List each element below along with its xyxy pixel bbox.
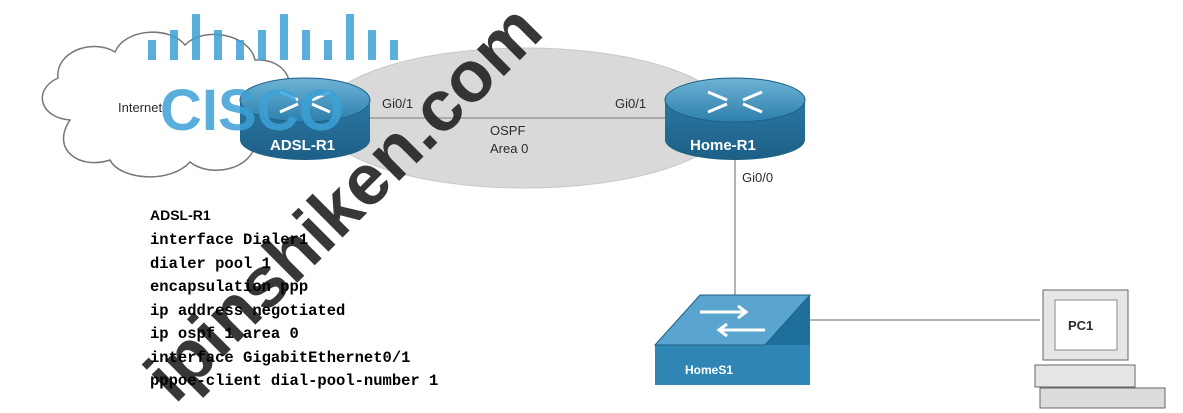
home-r1-port-left: Gi0/1 [615,96,646,111]
router-arrows-icon [707,90,763,114]
ospf-area-label: Area 0 [490,141,528,156]
pc-name: PC1 [1068,318,1093,333]
cisco-logo-watermark: CISCO [148,14,398,143]
switch-name: HomeS1 [685,363,733,377]
adsl-r1-port: Gi0/1 [382,96,413,111]
ospf-label: OSPF [490,123,525,138]
internet-label: Internet [118,100,162,115]
config-line: ip ospf 1 area 0 [150,325,299,343]
switch-homes1 [653,294,812,385]
router-adsl-r1 [239,77,371,160]
config-line: ip address negotiated [150,301,346,320]
home-r1-name: Home-R1 [690,137,756,154]
pc-icon [1034,289,1166,409]
cisco-logo-text: CISCO [160,78,344,143]
config-line: interface Dialer1 [150,231,309,249]
config-line: pppoe-client dial-pool-number 1 [150,372,439,390]
switch-arrows-icon [700,304,765,338]
config-line: encapsulation ppp [150,278,309,296]
router-arrows-icon [279,90,331,114]
adsl-r1-name: ADSL-R1 [270,137,335,154]
router-home-r1 [664,77,806,160]
config-line: interface GigabitEthernet0/1 [150,348,411,367]
config-line: dialer pool 1 [150,254,271,273]
config-block: interface Dialer1 dialer pool 1 encapsulat… [150,229,438,394]
config-title: ADSL-R1 [150,207,211,223]
home-r1-port-down: Gi0/0 [742,170,773,185]
